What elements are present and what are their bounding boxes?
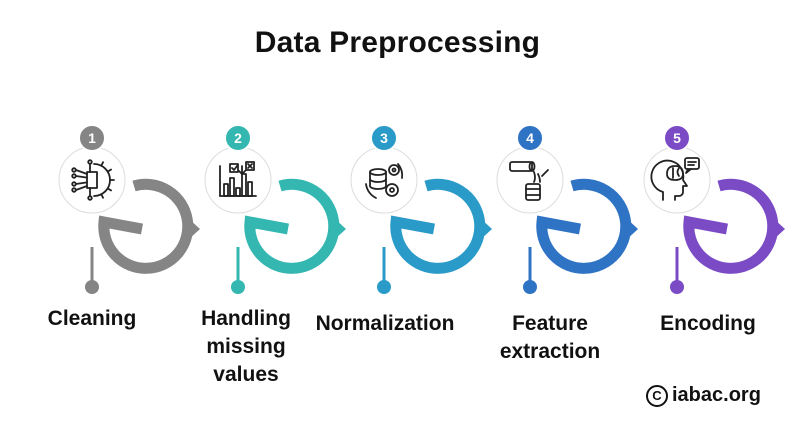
loop-arc — [98, 178, 194, 274]
diagram-title: Data Preprocessing — [254, 26, 541, 59]
step-number-badge — [516, 124, 544, 152]
bar-chart-check-icon — [219, 161, 257, 197]
loop-arc — [683, 178, 779, 274]
step-label-cleaning: Cleaning — [47, 307, 137, 330]
step-1: 1 — [0, 124, 200, 294]
step-number: 1 — [88, 130, 96, 146]
step-number: 4 — [526, 130, 534, 146]
brand-watermark: C iabac.org — [646, 384, 761, 407]
step-number-badge — [224, 124, 252, 152]
pipe-barrel-icon — [509, 161, 549, 201]
step-label-encoding: Encoding — [660, 312, 756, 335]
icon-disc — [350, 146, 418, 214]
loop-arc — [244, 178, 340, 274]
icon-disc — [496, 146, 564, 214]
step-number: 2 — [234, 130, 242, 146]
step-number: 3 — [380, 130, 388, 146]
database-gear-icon — [365, 163, 404, 199]
loop-arc — [536, 178, 632, 274]
step-5: 5 — [558, 124, 785, 294]
step-number: 5 — [673, 130, 681, 146]
connector-dot — [85, 280, 99, 294]
connector-dot — [231, 280, 245, 294]
icon-disc — [58, 146, 126, 214]
step-number-badge — [78, 124, 106, 152]
connector-dot — [523, 280, 537, 294]
step-label-handling-missing-values: Handling missing values — [201, 307, 291, 386]
copyright-icon: C — [646, 384, 668, 407]
gear-circuit-icon — [71, 159, 115, 201]
step-label-feature-extraction: Feature extraction — [499, 312, 601, 363]
brand-text: iabac.org — [672, 384, 761, 406]
step-number-badge — [663, 124, 691, 152]
step-number-badge — [370, 124, 398, 152]
step-label-normalization: Normalization — [315, 312, 455, 335]
connector-dot — [377, 280, 391, 294]
loop-arc — [390, 178, 486, 274]
icon-disc — [204, 146, 272, 214]
head-brain-icon — [650, 157, 700, 201]
connector-dot — [670, 280, 684, 294]
